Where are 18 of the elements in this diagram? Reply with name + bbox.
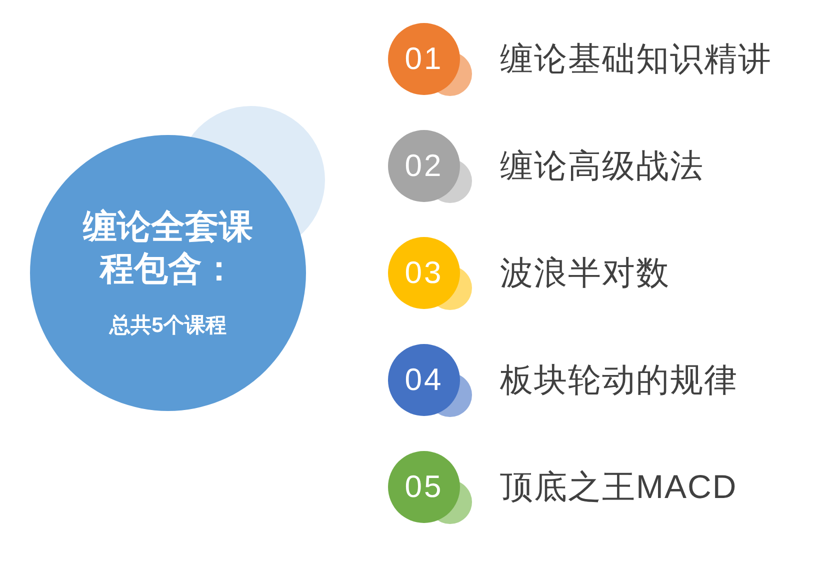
- course-title: 板块轮动的规律: [500, 360, 738, 400]
- subheading-text: 总共5个课程: [110, 313, 226, 339]
- course-title: 顶底之王MACD: [500, 467, 738, 507]
- number-circle: [388, 237, 460, 309]
- number-circle: [388, 23, 460, 95]
- topic-circle: [30, 135, 306, 411]
- number-circle: [388, 130, 460, 202]
- step-number: 03: [404, 255, 444, 291]
- step-number: 04: [404, 362, 444, 398]
- course-title: 缠论基础知识精讲: [500, 39, 772, 79]
- number-circle: [388, 451, 460, 523]
- heading-text: 缠论全套课程包含：: [82, 207, 254, 290]
- step-number: 01: [404, 41, 444, 77]
- course-title: 波浪半对数: [500, 253, 670, 293]
- step-number: 05: [404, 469, 444, 505]
- number-circle: [388, 344, 460, 416]
- course-title: 缠论高级战法: [500, 146, 704, 186]
- step-number: 02: [404, 148, 444, 184]
